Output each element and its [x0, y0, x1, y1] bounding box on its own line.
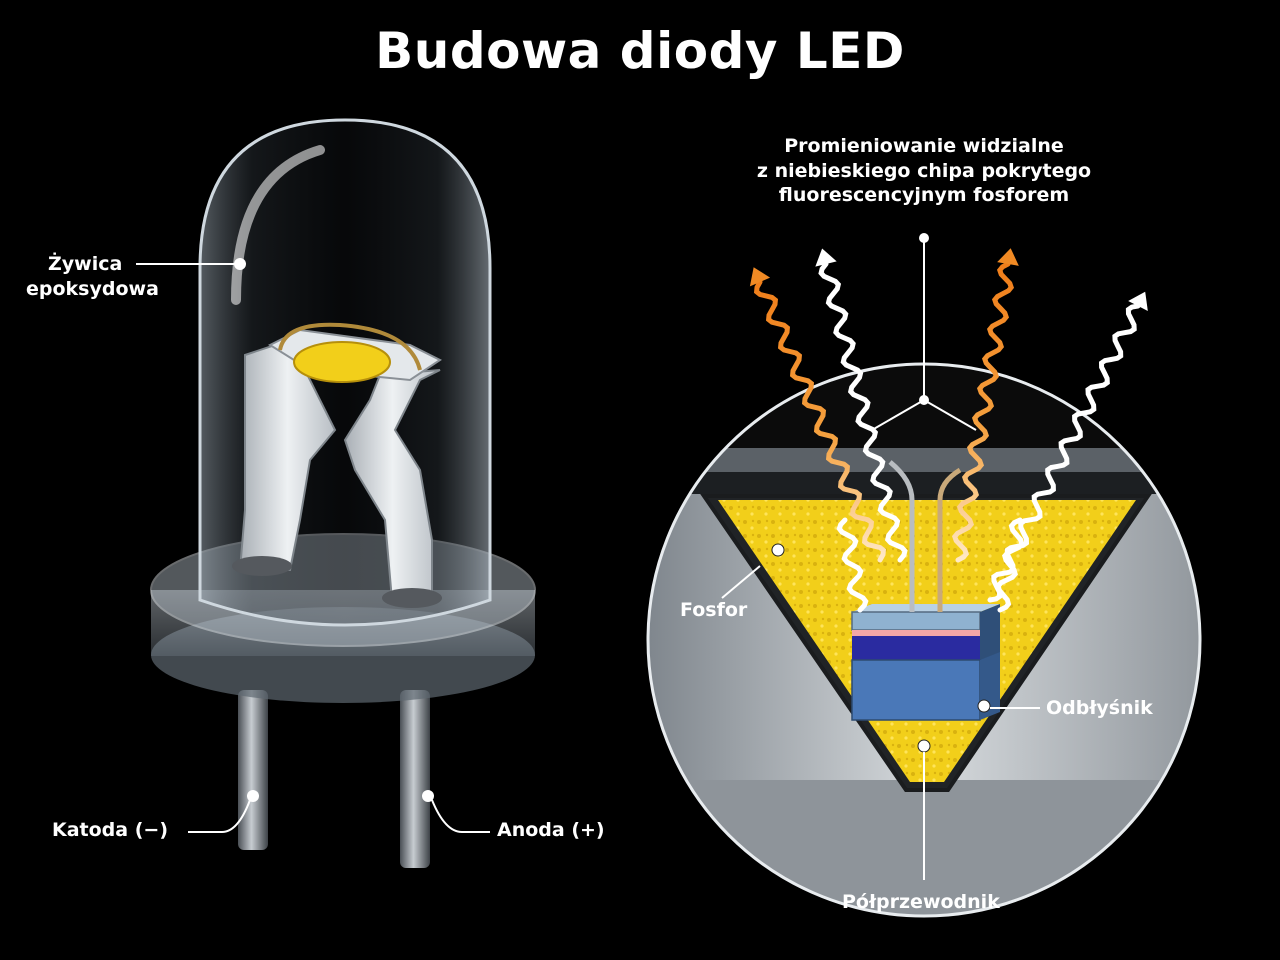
reflector-label: Odbłyśnik [1046, 697, 1153, 719]
orange-ray-left-arrowhead [749, 267, 771, 287]
radiation-label-line2: z niebieskiego chipa pokrytego [756, 159, 1092, 182]
radiation-label-line1: Promieniowanie widzialne [784, 135, 1064, 157]
reflector-callout [977, 699, 1040, 713]
bond-wire [278, 322, 422, 371]
led-component [150, 118, 536, 868]
bond-wire-left [888, 460, 915, 612]
white-ray-inner-1 [836, 517, 869, 613]
white-ray-right-arrowhead [1128, 291, 1148, 311]
dome-highlight [231, 145, 325, 305]
anode-leg [400, 690, 430, 868]
radiation-callout [871, 233, 977, 431]
white-ray-left [818, 261, 908, 563]
epoxy-label-line1: Żywica [48, 253, 123, 275]
white-ray-inner-2 [995, 517, 1025, 613]
led-chip-cup [293, 341, 391, 383]
radiation-label-line3: fluorescencyjnym fosforem [778, 184, 1070, 207]
cathode-label: Katoda (−) [52, 819, 169, 841]
emitted-rays [749, 248, 1148, 613]
phosphor-label: Fosfor [680, 599, 748, 621]
epoxy-label-line2: epoksydowa [26, 277, 159, 300]
epoxy-label: Żywica epoksydowa [26, 252, 159, 301]
orange-ray-right [951, 261, 1015, 563]
orange-ray-right-arrowhead [997, 248, 1019, 266]
orange-ray-left [753, 279, 887, 563]
epoxy-callout [136, 258, 246, 270]
page-title: Budowa diody LED [375, 22, 905, 80]
semiconductor-callout [917, 739, 931, 880]
anode-callout [422, 790, 490, 833]
cathode-callout [188, 790, 259, 833]
bond-wire-right [937, 467, 962, 612]
semiconductor-label: Półprzewodnik [842, 891, 1000, 913]
radiation-label: Promieniowanie widzialne z niebieskiego … [724, 134, 1124, 208]
anode-label: Anoda (+) [497, 819, 605, 841]
phosphor-callout [721, 543, 785, 599]
lead-frame [232, 322, 442, 608]
white-ray-right [987, 303, 1141, 603]
semiconductor-chip [851, 604, 1000, 721]
cathode-leg [238, 690, 268, 850]
cross-section-magnifier [646, 362, 1202, 918]
white-ray-left-arrowhead [815, 248, 837, 267]
